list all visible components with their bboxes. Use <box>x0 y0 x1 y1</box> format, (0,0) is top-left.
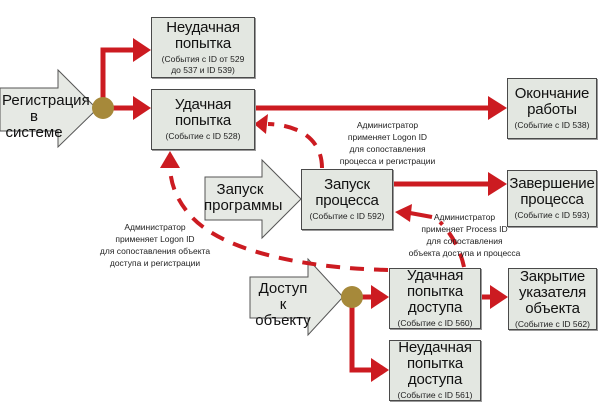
junction-dot-access <box>341 286 363 308</box>
junction-dot-logon <box>92 97 114 119</box>
box-title: Неудачная попытка доступа <box>398 339 472 388</box>
box-handle-close: Закрытие указателя объекта (Событие с ID… <box>508 268 597 330</box>
box-access-success: Удачная попытка доступа (Событие с ID 56… <box>389 268 481 329</box>
connector-access-to-failed <box>349 297 374 373</box>
input-label-logon: Регистрация в системе <box>2 92 90 141</box>
arrowhead-to-failed <box>133 38 151 62</box>
box-event-id: (Событие с ID 562) <box>515 318 590 329</box>
box-event-id: (Событие с ID 561) <box>397 390 473 400</box>
box-event-id: (Событие с ID 528) <box>165 131 241 141</box>
arrowhead-to-process-end <box>488 172 507 196</box>
input-label-object-access: Доступ к объекту <box>255 280 311 329</box>
connector-logon-to-failed <box>100 47 136 108</box>
box-title: Удачная попытка <box>174 96 232 129</box>
box-title: Завершение процесса <box>509 175 595 208</box>
box-access-failed: Неудачная попытка доступа (Событие с ID … <box>389 340 481 401</box>
box-event-id: (Событие с ID 593) <box>514 210 590 220</box>
box-title: Неудачная попытка <box>166 18 240 52</box>
arrowhead-to-access-failed <box>371 358 389 382</box>
arrowhead-to-handle-close <box>490 285 508 309</box>
box-event-id: (Событие с ID 560) <box>397 318 473 328</box>
arrowhead-dashed-object-to-logon <box>160 151 180 168</box>
box-event-id: (Событие с ID 538) <box>514 120 590 130</box>
box-title: Закрытие указателя объекта <box>518 267 587 317</box>
input-arrow-object-access <box>249 257 344 337</box>
box-logon-failed: Неудачная попытка (События с ID от 529 д… <box>151 17 255 78</box>
arrowhead-dashed-to-process-start <box>395 204 412 222</box>
process-id-arrow-shaft <box>409 211 433 219</box>
input-label-program-start: Запуск программы <box>204 181 283 214</box>
note-logon-object: Администратор применяет Logon ID для соп… <box>99 222 211 268</box>
arrowhead-to-success <box>133 96 151 120</box>
dashed-curve-object-to-logon <box>168 164 389 272</box>
arrowhead-to-logoff <box>488 96 507 120</box>
box-title: Удачная попытка доступа <box>406 267 464 316</box>
box-process-end: Завершение процесса (Событие с ID 593) <box>507 170 597 227</box>
input-arrow-logon <box>0 68 98 149</box>
box-event-id: (События с ID от 529 до 537 и ID 539) <box>161 53 245 75</box>
note-logon-process: Администратор применяет Logon ID для соп… <box>339 120 436 166</box>
arrowhead-dashed-to-logon-success <box>254 114 268 134</box>
box-event-id: (Событие с ID 592) <box>309 211 385 221</box>
box-title: Запуск процесса <box>315 176 379 209</box>
input-arrow-program-start <box>204 158 302 240</box>
note-process-object: Администратор применяет Process ID для с… <box>408 212 521 258</box>
box-logoff: Окончание работы (Событие с ID 538) <box>507 78 597 139</box>
box-process-start: Запуск процесса (Событие с ID 592) <box>301 169 393 230</box>
dashed-curve-process-to-logon <box>267 122 324 169</box>
arrowhead-to-access-success <box>371 285 389 309</box>
box-title: Окончание работы <box>514 85 590 118</box>
dashed-line-object-to-process <box>438 220 466 268</box>
box-logon-success: Удачная попытка (Событие с ID 528) <box>151 89 255 150</box>
